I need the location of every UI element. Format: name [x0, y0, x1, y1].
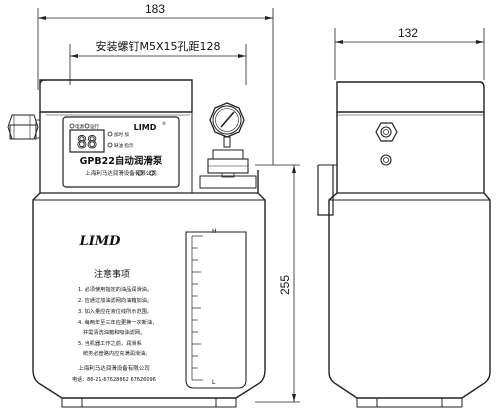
notice-item-5: 5. 当机器工作之前，润滑系: [78, 339, 142, 347]
mounting-dimension: [69, 44, 247, 85]
cable-gland: [7, 114, 41, 140]
side-port: [380, 154, 392, 166]
side-foot-right: [441, 397, 463, 408]
depth-dimension: [334, 28, 485, 80]
depth-label: 132: [398, 26, 418, 40]
control-panel: [62, 116, 180, 188]
mounting-label: 安装螺钉M5X15孔距128: [95, 39, 220, 53]
width-dimension: [37, 8, 274, 165]
side-foot-left: [356, 397, 378, 408]
footer-company: 上海利马达润滑设备有限公司: [78, 364, 150, 372]
indicator-label-low-oil: 缺油 指示: [114, 142, 134, 149]
side-body-outline: [328, 112, 491, 399]
notice-item-1: 1. 必须使用指定的油品润滑油。: [78, 285, 152, 293]
top-cap: [39, 79, 193, 113]
valve-block: [199, 149, 257, 189]
footer-phone: 电话：86-21-67628862 67626096: [72, 376, 156, 383]
digital-display: [69, 129, 105, 153]
tank-brand: LIMD: [79, 234, 122, 249]
display-digits: 88: [77, 133, 97, 153]
notice-item-3: 3. 加入量应在液位线所示范围。: [78, 307, 152, 315]
panel-registered-mark: ®: [162, 121, 166, 126]
notice-title: 注意事项: [94, 268, 130, 280]
tank-window: [185, 231, 247, 389]
height-label: 255: [278, 275, 292, 295]
height-dimension: [255, 164, 300, 403]
notice-item-5b: 统务必管路内应充满润滑油。: [78, 349, 150, 357]
mounting-bracket: [317, 165, 334, 216]
level-scale: [191, 235, 203, 381]
level-high-label: H: [212, 228, 217, 235]
model-name: GPB22自动润滑泵: [80, 155, 163, 167]
width-label: 183: [145, 2, 165, 16]
base-foot-right: [215, 397, 237, 408]
panel-company: 上海利马达润滑设备有限公司: [85, 169, 157, 177]
indicator-label-run: 运行: [90, 123, 99, 130]
side-cap: [336, 81, 485, 113]
panel-brand: LIMD: [134, 123, 157, 132]
front-view: [7, 8, 300, 408]
notice-item-4b: 并需清洗油箱和吸油滤网。: [78, 328, 145, 336]
pressure-gauge: [209, 102, 245, 148]
notice-item-2: 2. 应通过加油滤网向油箱加油。: [78, 296, 152, 304]
side-fitting: [375, 122, 398, 142]
indicator-label-add: 加时 加: [114, 131, 129, 138]
level-low-label: L: [212, 379, 216, 386]
side-view: [317, 28, 491, 408]
notice-item-4: 4. 每两年至三年应更换一次新油，: [78, 318, 157, 326]
base-foot-left: [61, 397, 83, 408]
indicator-label-power: 电源: [75, 123, 84, 130]
pump-body-outline: [32, 112, 266, 399]
